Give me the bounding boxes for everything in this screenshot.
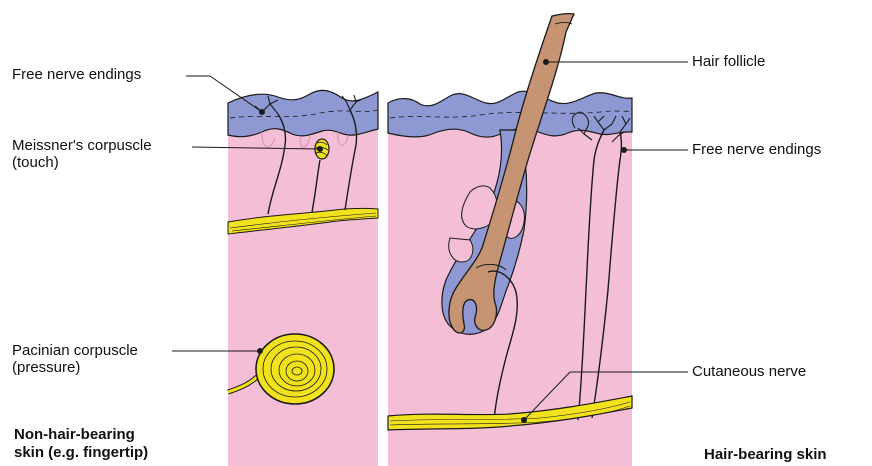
label-pacinian-corpuscle: Pacinian corpuscle — [12, 343, 138, 359]
right-skin-panel — [388, 14, 632, 466]
label-hair-follicle: Hair follicle — [692, 54, 765, 70]
caption-fingertip: skin (e.g. fingertip) — [14, 444, 148, 462]
label-pacinian-pressure: (pressure) — [12, 360, 80, 376]
caption-non-hair-bearing: Non-hair-bearing — [14, 426, 135, 444]
label-cutaneous-nerve: Cutaneous nerve — [692, 364, 806, 380]
label-meissner-touch: (touch) — [12, 155, 59, 171]
left-dermis — [228, 108, 378, 466]
label-meissner-corpuscle: Meissner's corpuscle — [12, 138, 152, 154]
caption-hair-bearing: Hair-bearing skin — [704, 446, 827, 464]
left-skin-panel — [228, 90, 378, 466]
label-free-nerve-endings-right: Free nerve endings — [692, 142, 821, 158]
label-free-nerve-endings-left: Free nerve endings — [12, 67, 141, 83]
